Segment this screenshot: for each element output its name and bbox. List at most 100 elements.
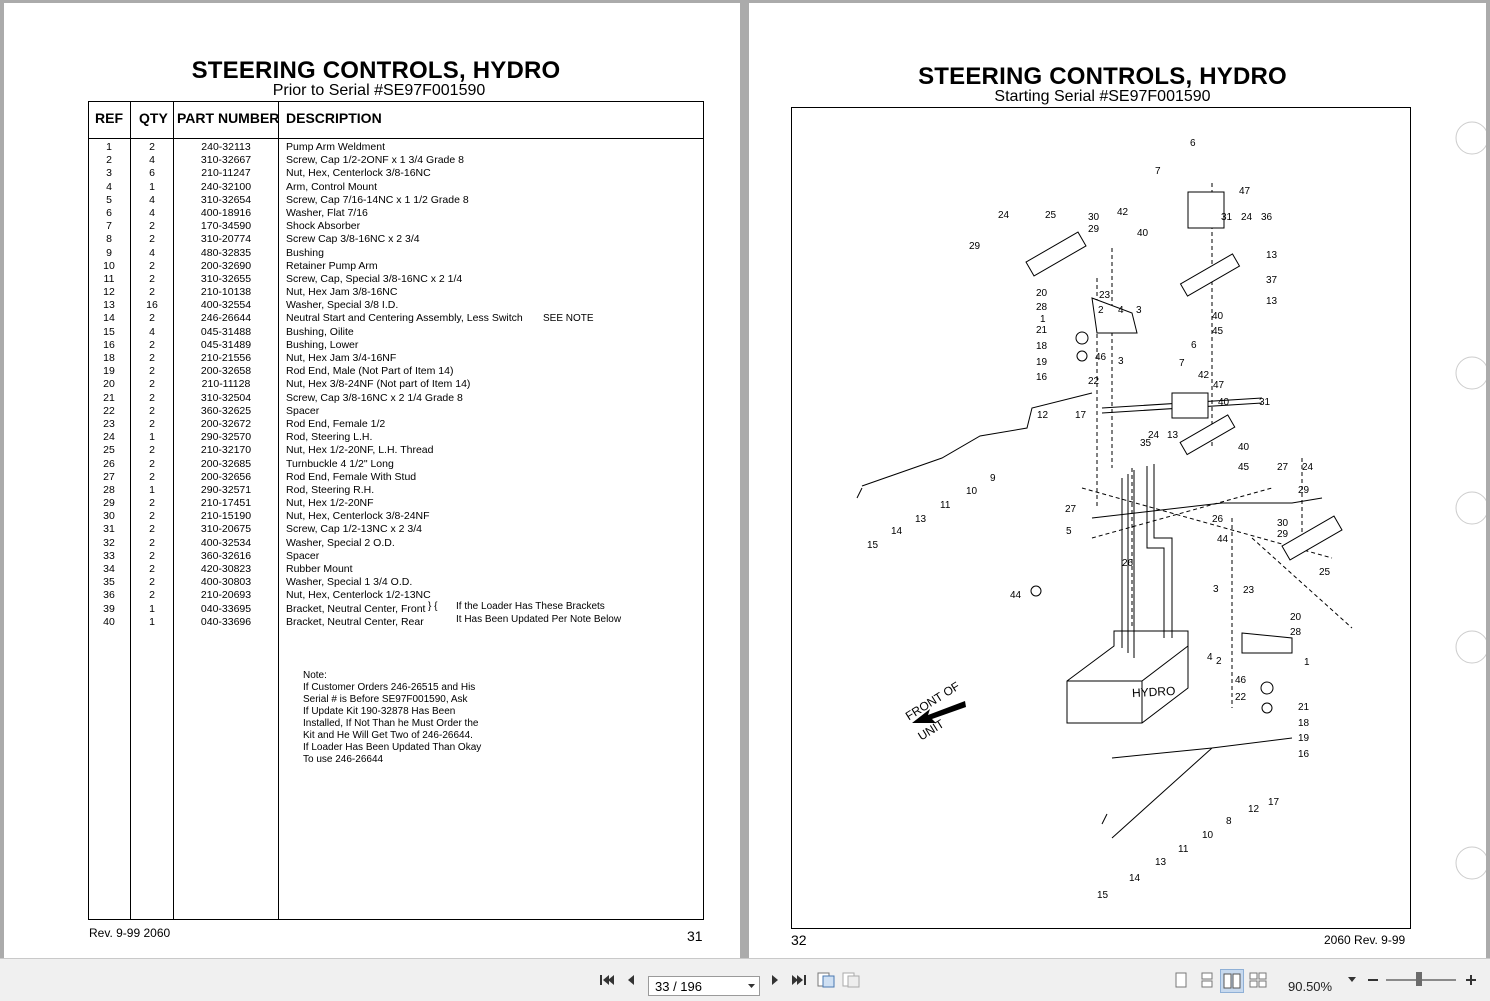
qty-cell: 2 (149, 378, 155, 391)
description-cell: Bushing (286, 246, 324, 259)
ref-cell: 32 (103, 536, 115, 549)
svg-text:15: 15 (1097, 890, 1109, 901)
svg-text:23: 23 (1243, 585, 1255, 596)
note-line: Installed, If Not Than he Must Order the (303, 718, 479, 729)
svg-text:24: 24 (1148, 430, 1160, 441)
ref-cell: 23 (103, 417, 115, 430)
svg-text:30: 30 (1277, 518, 1289, 529)
qty-cell: 2 (149, 549, 155, 562)
ref-cell: 5 (106, 193, 112, 206)
svg-text:21: 21 (1298, 702, 1310, 713)
part-number-cell: 210-21556 (200, 352, 252, 364)
header-part-number: PART NUMBER (177, 110, 280, 126)
qty-cell: 4 (149, 154, 155, 167)
svg-text:19: 19 (1036, 357, 1048, 368)
qty-cell: 2 (149, 141, 155, 153)
svg-text:13: 13 (1167, 430, 1179, 441)
description-cell: Nut, Hex, Centerlock 3/8-24NF (286, 510, 430, 523)
qty-cell: 2 (149, 417, 155, 430)
ref-cell: 40 (103, 615, 115, 628)
first-page-icon[interactable] (596, 969, 618, 991)
part-number-cell: 310-32654 (200, 193, 252, 206)
svg-text:6: 6 (1191, 340, 1197, 351)
description-cell: Washer, Flat 7/16 (286, 206, 368, 219)
part-number-cell: 210-11247 (201, 167, 251, 180)
svg-text:8: 8 (1226, 816, 1232, 827)
description-cell: Screw, Cap, Special 3/8-16NC x 2 1/4 (286, 272, 463, 285)
qty-cell: 2 (149, 444, 155, 457)
qty-cell: 1 (149, 180, 155, 193)
svg-text:16: 16 (1036, 372, 1048, 383)
page-subtitle: Starting Serial #SE97F001590 (994, 88, 1211, 105)
svg-text:1: 1 (1040, 314, 1046, 325)
svg-text:47: 47 (1213, 380, 1225, 391)
last-page-icon[interactable] (788, 969, 810, 991)
ref-cell: 2 (106, 154, 112, 167)
zoom-dropdown-icon[interactable] (1346, 969, 1358, 991)
page-number: 31 (687, 928, 703, 944)
qty-cell: 2 (149, 404, 155, 417)
svg-text:19: 19 (1298, 733, 1310, 744)
part-number-cell: 200-32656 (200, 470, 252, 483)
svg-text:17: 17 (1268, 797, 1280, 808)
ref-cell: 6 (106, 206, 112, 219)
svg-text:22: 22 (1235, 692, 1247, 703)
part-number-cell: 400-18916 (200, 206, 252, 219)
svg-text:40: 40 (1137, 228, 1149, 239)
page-dropdown-icon[interactable] (748, 984, 755, 989)
previous-page-icon[interactable] (620, 969, 642, 991)
ref-cell: 26 (103, 457, 115, 470)
part-number-cell: 210-11128 (201, 378, 251, 391)
svg-text:47: 47 (1239, 186, 1251, 197)
svg-text:29: 29 (1088, 224, 1100, 235)
svg-text:46: 46 (1095, 352, 1107, 363)
description-cell: Washer, Special 1 3/4 O.D. (286, 576, 413, 589)
single-page-view-icon[interactable] (1170, 969, 1192, 991)
part-number-cell: 480-32835 (200, 246, 252, 259)
svg-text:40: 40 (1238, 442, 1250, 453)
ref-cell: 11 (103, 272, 115, 285)
qty-cell: 2 (149, 536, 155, 549)
svg-text:6: 6 (1190, 138, 1196, 149)
two-page-continuous-icon[interactable] (1247, 969, 1269, 991)
page-title: STEERING CONTROLS, HYDRO (191, 57, 561, 84)
go-forward-view-icon[interactable] (840, 969, 862, 991)
svg-text:18: 18 (1036, 341, 1048, 352)
qty-cell: 2 (149, 563, 155, 575)
zoom-slider-handle[interactable] (1416, 972, 1422, 986)
svg-text:17: 17 (1075, 410, 1087, 421)
document-viewport[interactable]: STEERING CONTROLS, HYDRO Prior to Serial… (0, 0, 1490, 958)
zoom-level[interactable]: 90.50% (1288, 979, 1333, 994)
front-arrow-icon (912, 701, 966, 723)
svg-text:27: 27 (1065, 504, 1077, 515)
svg-text:25: 25 (1045, 210, 1057, 221)
note-line: Note: (303, 670, 327, 681)
svg-text:21: 21 (1036, 325, 1048, 336)
qty-cell: 2 (149, 576, 155, 589)
description-cell: Screw Cap 3/8-16NC x 2 3/4 (286, 233, 420, 246)
part-number-cell: 210-20693 (200, 589, 252, 602)
go-back-view-icon[interactable] (815, 969, 837, 991)
description-cell: Spacer (286, 404, 320, 417)
continuous-view-icon[interactable] (1196, 969, 1218, 991)
two-page-view-icon[interactable] (1220, 969, 1244, 993)
qty-cell: 2 (149, 286, 155, 299)
description-cell: Washer, Special 2 O.D. (286, 536, 395, 549)
description-cell: Turnbuckle 4 1/2" Long (286, 457, 394, 470)
next-page-icon[interactable] (764, 969, 786, 991)
qty-cell: 2 (149, 233, 155, 246)
zoom-in-icon[interactable] (1460, 969, 1482, 991)
svg-text:31: 31 (1259, 397, 1271, 408)
page-number-input[interactable]: 33 / 196 (648, 976, 760, 996)
zoom-out-icon[interactable] (1362, 969, 1384, 991)
qty-cell: 16 (146, 299, 158, 312)
